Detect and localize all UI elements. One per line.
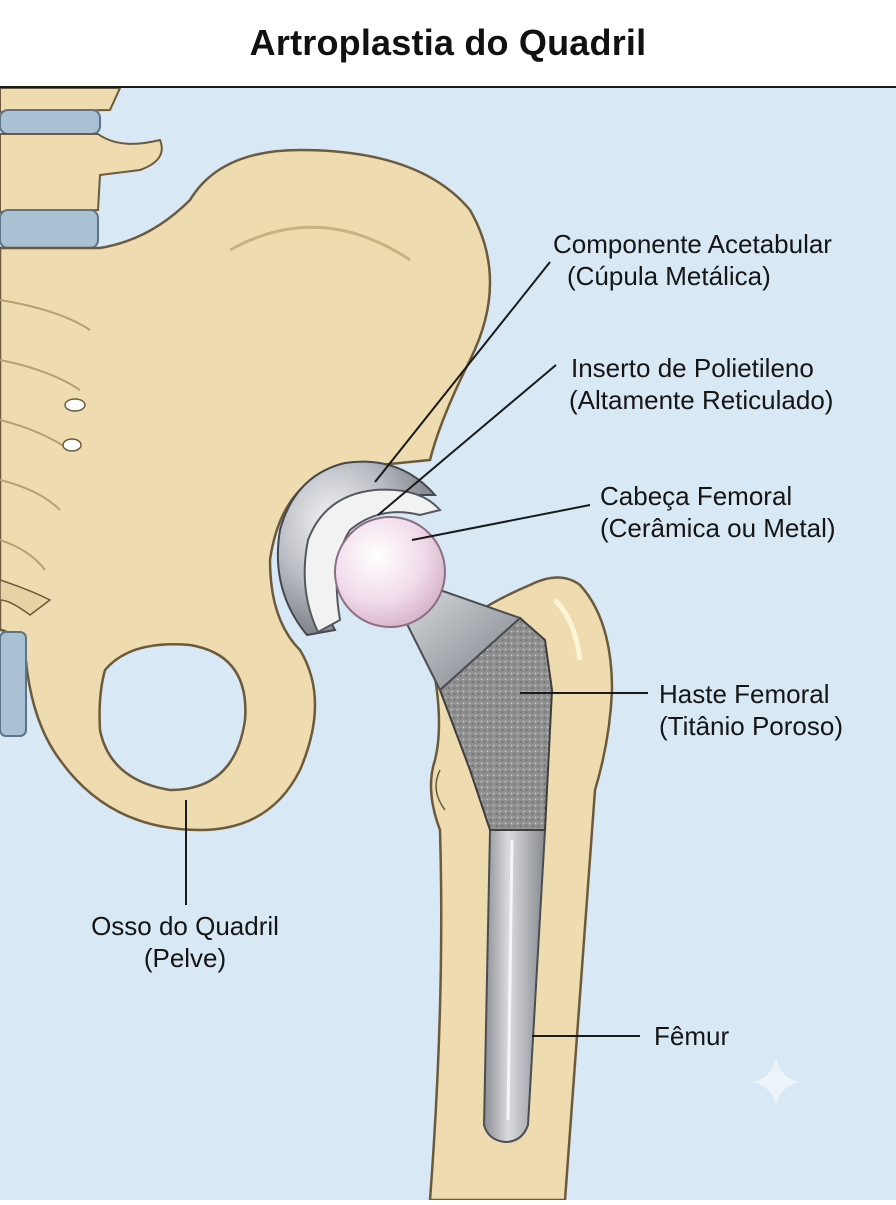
title-bar: Artroplastia do Quadril	[0, 0, 896, 88]
obturator-foramen	[98, 643, 247, 792]
label-pelvis: Osso do Quadril (Pelve)	[91, 911, 279, 973]
vertebra	[0, 133, 163, 214]
label-head: Cabeça Femoral (Cerâmica ou Metal)	[600, 481, 836, 543]
stem-distal	[482, 829, 547, 1144]
disc-lower	[0, 209, 99, 249]
stem-porous	[438, 616, 554, 831]
diagram-title: Artroplastia do Quadril	[249, 22, 647, 63]
label-femur: Fêmur	[654, 1021, 730, 1051]
leader-acetabular	[374, 261, 551, 483]
femoral-head	[334, 516, 446, 628]
disc-upper	[0, 109, 101, 135]
label-acetabular: Componente Acetabular (Cúpula Metálica)	[553, 229, 832, 291]
spine	[0, 87, 163, 249]
leader-insert	[377, 364, 557, 516]
sparkle-icon	[752, 1058, 800, 1106]
anatomy-scene: Componente Acetabular (Cúpula Metálica) …	[0, 87, 896, 1202]
leader-head	[411, 504, 591, 541]
label-stem: Haste Femoral (Titânio Poroso)	[659, 679, 843, 741]
pelvis-bone	[0, 148, 492, 832]
label-insert: Inserto de Polietileno (Altamente Reticu…	[569, 353, 834, 415]
pubic-disc	[0, 631, 27, 737]
hip-illustration	[0, 87, 896, 1202]
